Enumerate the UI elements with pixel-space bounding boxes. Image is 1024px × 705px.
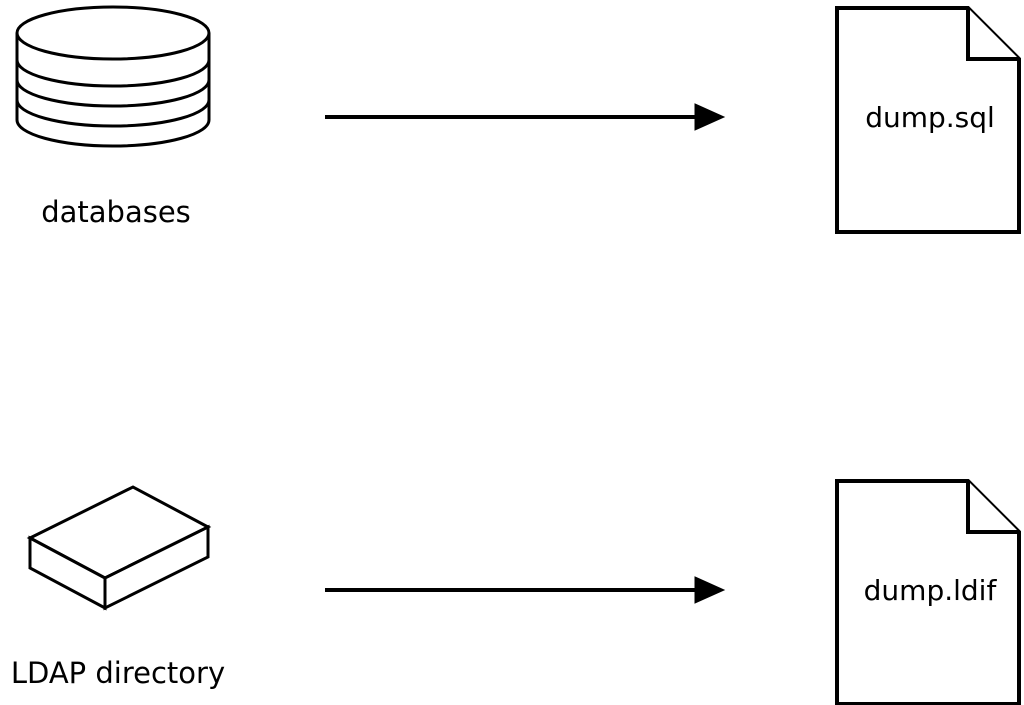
arrow-right-icon <box>325 576 726 604</box>
arrow-right-icon <box>325 103 726 131</box>
box-3d-icon <box>26 485 212 611</box>
source-label-databases: databases <box>41 195 191 229</box>
source-label-ldap: LDAP directory <box>11 656 225 690</box>
target-label-dump-sql: dump.sql <box>865 101 995 134</box>
target-label-dump-ldif: dump.ldif <box>864 574 998 607</box>
document-file-icon: dump.sql <box>835 6 1021 234</box>
document-file-icon: dump.ldif <box>835 479 1021 705</box>
database-cylinder-icon <box>15 5 211 148</box>
